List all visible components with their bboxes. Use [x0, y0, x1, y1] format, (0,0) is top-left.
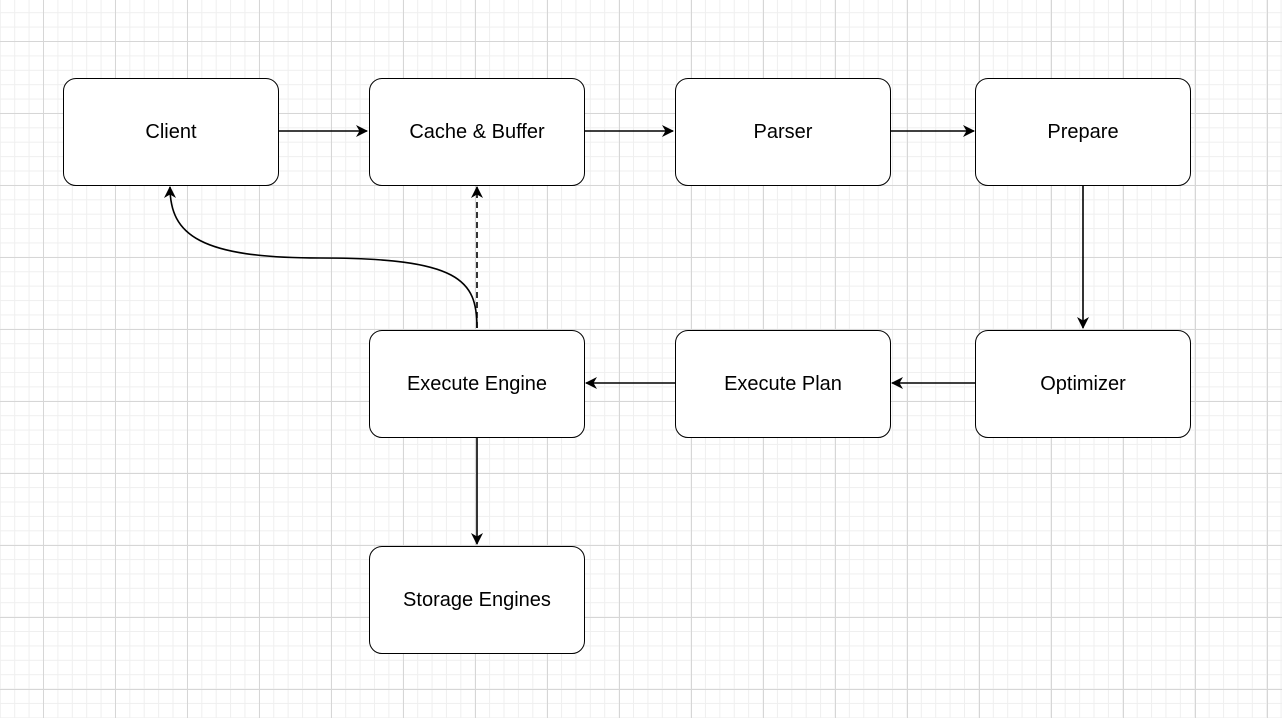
node-execute-engine[interactable]: Execute Engine — [369, 330, 585, 438]
node-cache-buffer-label: Cache & Buffer — [409, 120, 545, 143]
node-cache-buffer[interactable]: Cache & Buffer — [369, 78, 585, 186]
node-optimizer[interactable]: Optimizer — [975, 330, 1191, 438]
node-prepare[interactable]: Prepare — [975, 78, 1191, 186]
node-storage-engines[interactable]: Storage Engines — [369, 546, 585, 654]
node-client[interactable]: Client — [63, 78, 279, 186]
node-storage-engines-label: Storage Engines — [403, 588, 551, 611]
node-optimizer-label: Optimizer — [1040, 372, 1126, 395]
node-parser-label: Parser — [753, 120, 813, 143]
node-execute-engine-label: Execute Engine — [406, 372, 548, 395]
node-parser[interactable]: Parser — [675, 78, 891, 186]
edge-execute-engine-to-client-curved[interactable] — [164, 186, 478, 329]
node-execute-plan[interactable]: Execute Plan — [675, 330, 891, 438]
node-client-label: Client — [145, 120, 197, 143]
node-execute-plan-label: Execute Plan — [724, 372, 842, 395]
node-prepare-label: Prepare — [1047, 120, 1119, 143]
